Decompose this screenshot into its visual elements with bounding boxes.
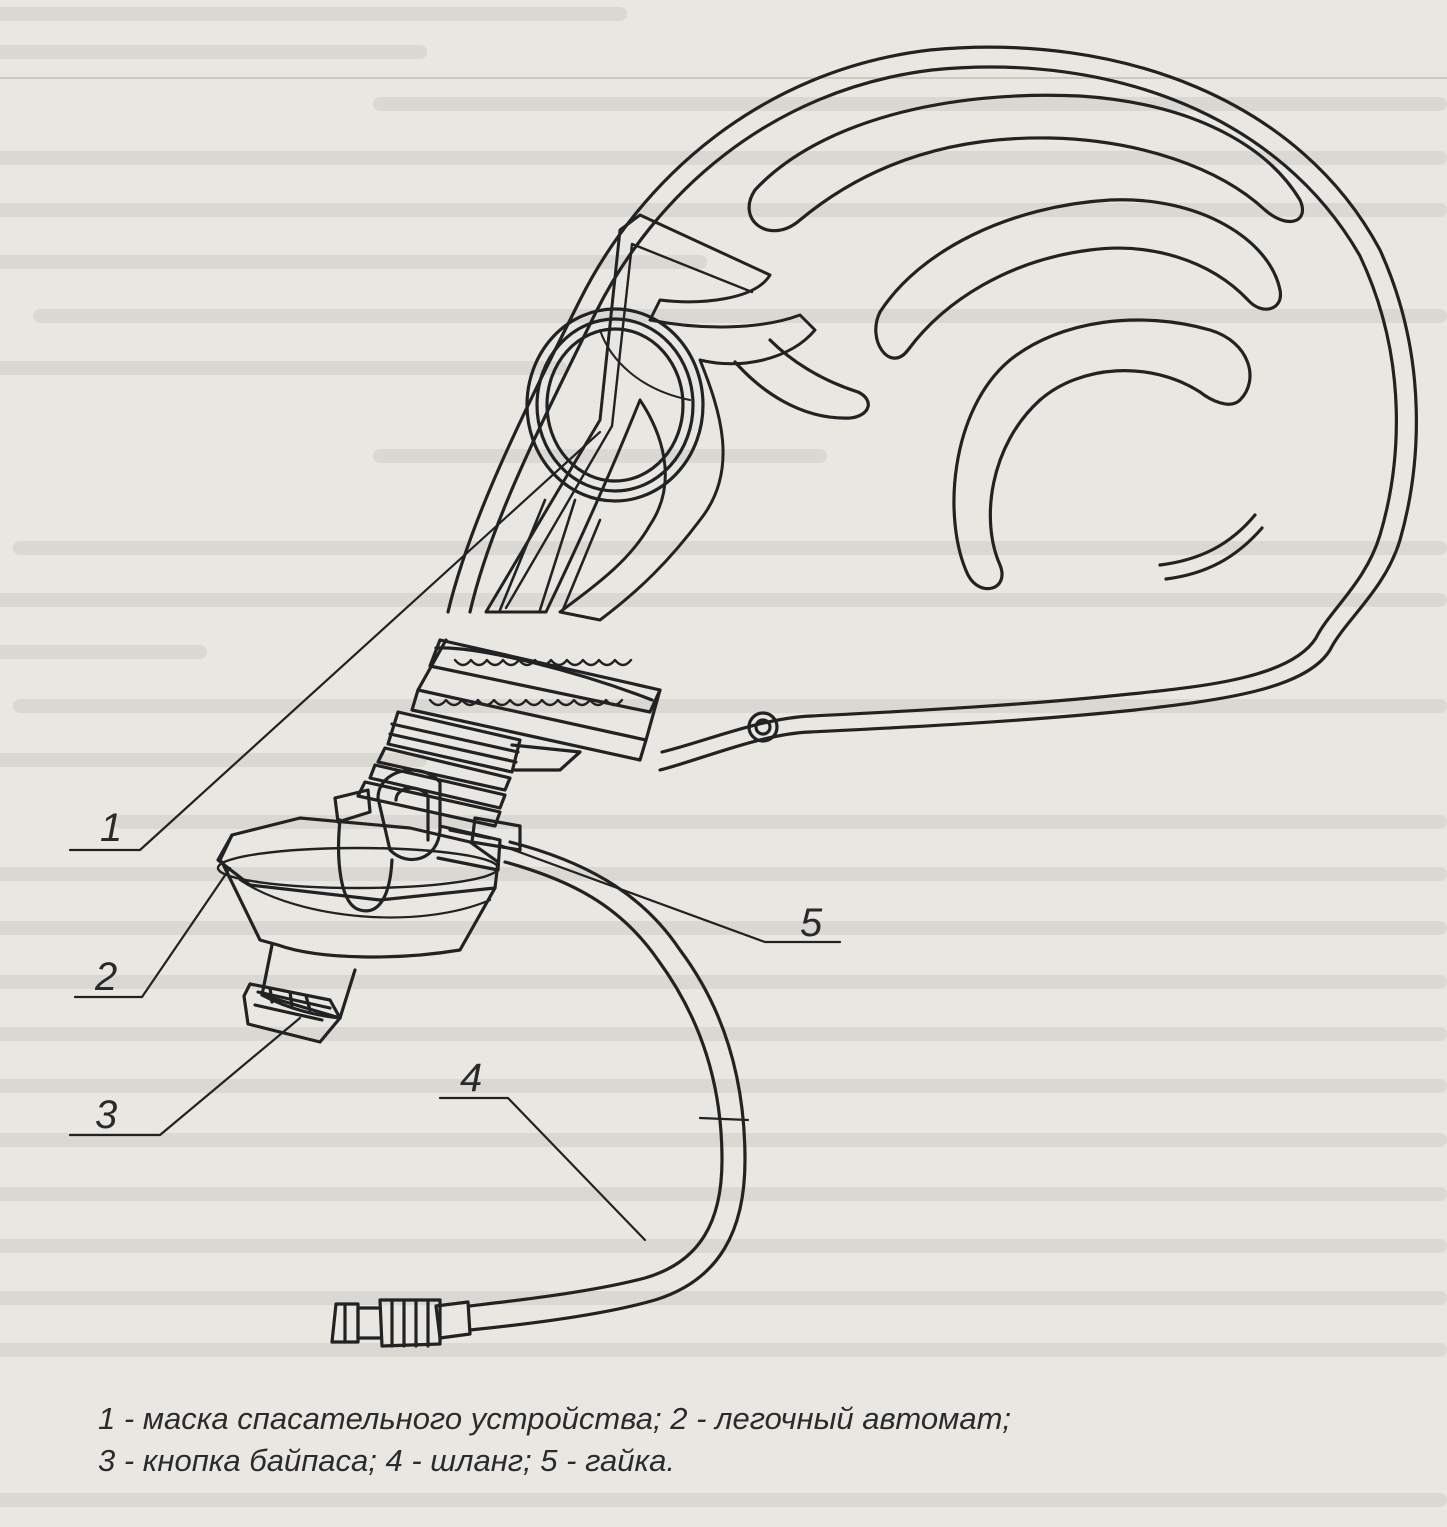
valve-box — [410, 638, 662, 762]
callout-1: 1 — [100, 806, 123, 850]
figure-caption: 1 - маска спасательного устройства; 2 - … — [98, 1398, 1011, 1482]
caption-line-1: 1 - маска спасательного устройства; 2 - … — [98, 1401, 1012, 1436]
caption-line-2: 3 - кнопка байпаса; 4 - шланг; 5 - гайка… — [98, 1443, 675, 1478]
lens — [525, 307, 705, 503]
eyepiece-frame — [484, 213, 817, 622]
callout-2: 2 — [95, 955, 118, 999]
callout-3: 3 — [95, 1093, 118, 1137]
callout-4: 4 — [460, 1056, 483, 1100]
elbow-connector — [337, 768, 502, 913]
hose — [330, 840, 750, 1348]
demand-valve — [216, 816, 500, 1044]
leader-lines — [68, 430, 842, 1242]
mask-hood — [446, 45, 1418, 772]
callout-5: 5 — [800, 901, 823, 945]
threaded-coupling — [333, 710, 582, 852]
